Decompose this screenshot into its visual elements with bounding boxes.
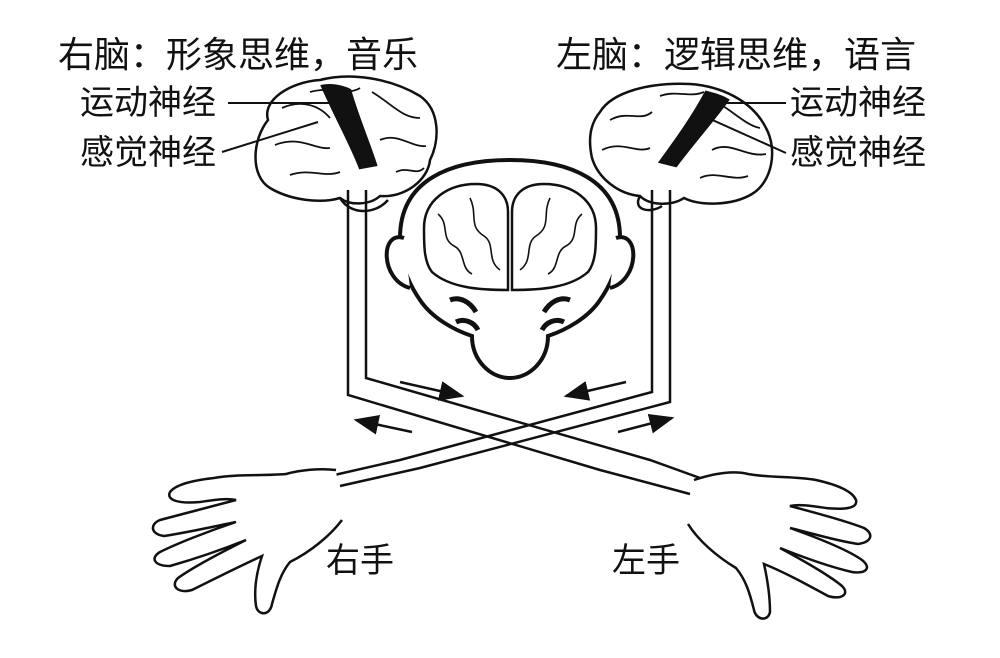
right-hand-illustration (151, 467, 343, 615)
left-motor-nerve-label: 运动神经 (790, 83, 926, 123)
left-brain-illustration (588, 82, 774, 212)
label-leader-lines (221, 102, 787, 154)
left-sensory-nerve-label: 感觉神经 (790, 133, 926, 173)
left-hand-illustration (686, 471, 872, 620)
right-sensory-nerve-label: 感觉神经 (80, 133, 216, 173)
right-brain-title: 右脑：形象思维，音乐 (58, 35, 419, 76)
left-brain-title: 左脑：逻辑思维，语言 (556, 35, 917, 76)
right-motor-nerve-label: 运动神经 (80, 83, 216, 123)
right-brain-illustration (254, 75, 438, 213)
nerve-pathways (329, 190, 701, 496)
head-illustration (384, 157, 636, 381)
left-hand-label: 左手 (612, 541, 680, 581)
right-hand-label: 右手 (326, 541, 394, 581)
